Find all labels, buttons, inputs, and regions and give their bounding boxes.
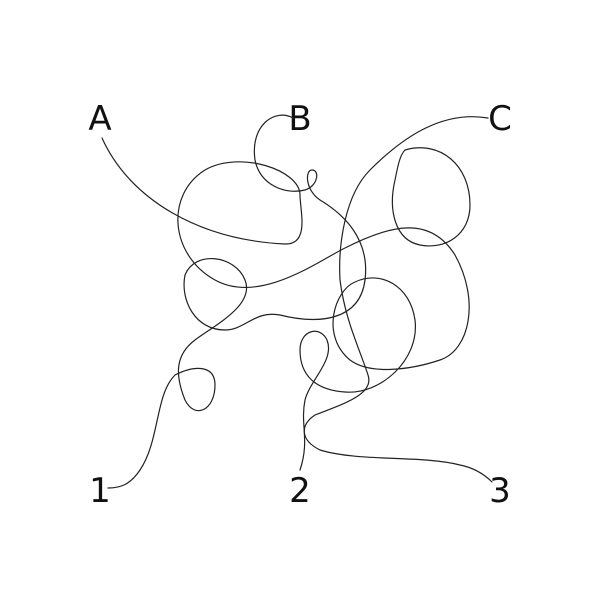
label-b: B (288, 99, 311, 139)
label-a: A (88, 99, 111, 139)
label-3: 3 (489, 471, 511, 511)
label-2: 2 (289, 471, 311, 511)
line-from-c (303, 116, 493, 483)
line-from-b (107, 114, 367, 489)
line-from-a (101, 137, 470, 471)
line-from-c-loop (391, 147, 471, 247)
label-1: 1 (89, 471, 111, 511)
label-c: C (488, 99, 512, 139)
